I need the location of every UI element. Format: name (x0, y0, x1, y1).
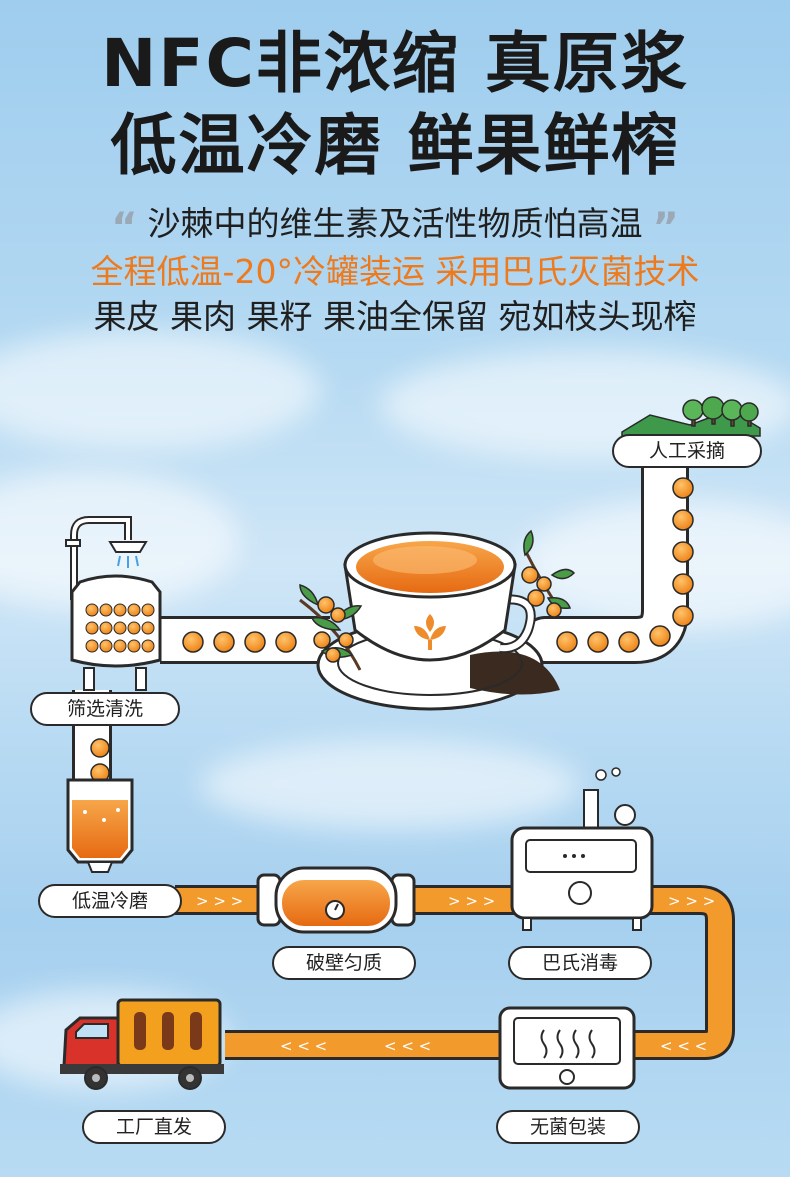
intro-line-1-text: 沙棘中的维生素及活性物质怕高温 (147, 204, 643, 243)
step-label-factory-shipping: 工厂直发 (82, 1110, 226, 1144)
step-label-aseptic-packaging: 无菌包装 (496, 1110, 640, 1144)
orange-pipe (175, 885, 735, 1060)
intro-line-1: “沙棘中的维生素及活性物质怕高温” (0, 197, 790, 251)
step-label-washing: 筛选清洗 (30, 692, 180, 726)
step-label-cold-grinding: 低温冷磨 (38, 884, 182, 918)
juice-cup-icon (299, 529, 576, 711)
berries-right (556, 625, 671, 653)
berries-left (182, 631, 297, 653)
delivery-truck-icon (60, 998, 224, 1090)
intro-line-3: 果皮 果肉 果籽 果油全保留 宛如枝头现榨 (93, 297, 697, 336)
step-label-pasteurizing: 巴氏消毒 (508, 946, 652, 980)
washing-machine-icon (65, 516, 162, 691)
arrows-right-1: > > > (196, 892, 243, 910)
homogenizer-icon (256, 866, 416, 934)
pasteurizer-icon (510, 767, 654, 931)
arrows-left-1: < < < (660, 1037, 707, 1055)
headline-line-1: NFC非浓缩 真原浆 (101, 25, 689, 102)
arrows-left-2: < < < (384, 1037, 431, 1055)
step-label-picking: 人工采摘 (612, 434, 762, 468)
quote-close-icon: ” (652, 205, 679, 251)
quote-open-icon: “ (111, 205, 138, 251)
orchard-trees-icon (621, 396, 761, 437)
aseptic-packaging-icon (498, 1006, 636, 1090)
cold-grinder-icon (66, 738, 134, 873)
arrows-left-3: < < < (280, 1037, 327, 1055)
flow-arrows: > > > > > > > > > < < < < < < < < < (196, 892, 715, 1055)
step-label-homogenizing: 破壁匀质 (272, 946, 416, 980)
headline-line-2: 低温冷磨 鲜果鲜榨 (110, 107, 680, 184)
berries-vertical (672, 477, 694, 627)
intro-line-2: 全程低温-20°冷罐装运 采用巴氏灭菌技术 (90, 252, 700, 291)
arrows-right-3: > > > (668, 892, 715, 910)
arrows-right-2: > > > (448, 892, 495, 910)
